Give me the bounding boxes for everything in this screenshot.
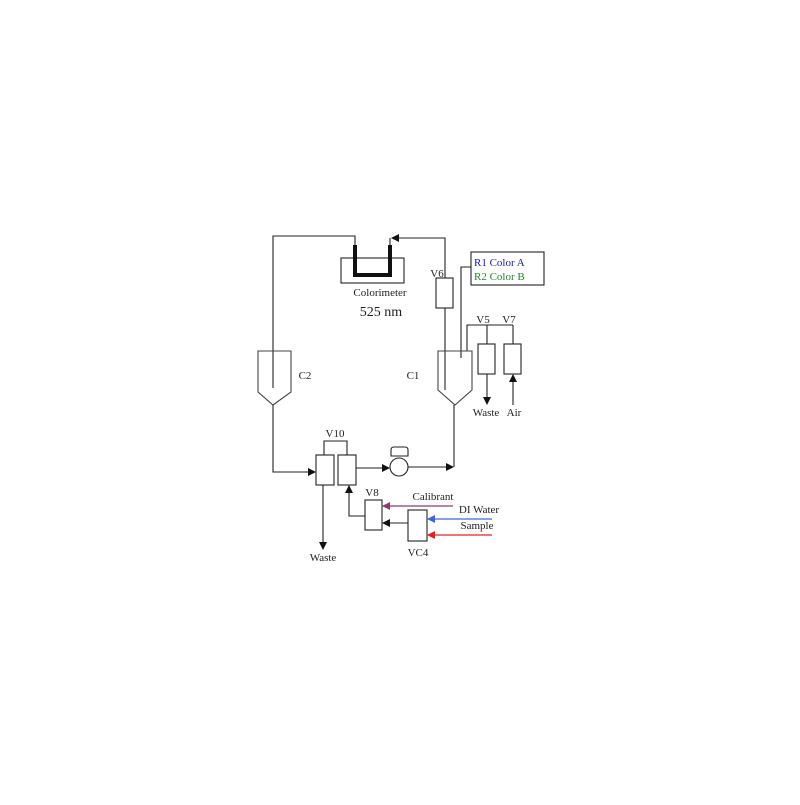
- valve-v8-body: [364, 499, 383, 531]
- calibrant-label: Calibrant: [413, 491, 454, 503]
- waste-right-label: Waste: [473, 407, 500, 419]
- vessel-c1-label: C1: [407, 370, 420, 382]
- pipe-reagents-into-c1: [460, 266, 471, 358]
- vessel-c1-body: [437, 350, 473, 406]
- valve-v6: V6: [430, 268, 454, 309]
- pipe-v6-to-colorimeter: [391, 234, 446, 278]
- di-water-label: DI Water: [459, 504, 499, 516]
- reagent-r1-label: R1 Color A: [474, 257, 525, 269]
- valve-vc4-body: [407, 509, 428, 542]
- wavelength-label: 525 nm: [360, 305, 403, 320]
- valve-v10-left: [315, 454, 335, 486]
- valve-v10-header: [323, 440, 348, 455]
- pump-icon: [389, 446, 409, 477]
- vessel-c1: C1: [407, 350, 473, 406]
- valve-v8-label: V8: [365, 487, 379, 499]
- valve-v10: V10: [315, 428, 357, 486]
- valve-v5-label: V5: [476, 314, 490, 326]
- valve-v10-label: V10: [326, 428, 345, 440]
- sample-label: Sample: [461, 520, 494, 532]
- valve-v8: V8: [364, 487, 383, 531]
- reagent-box: R1 Color A R2 Color B: [470, 251, 545, 286]
- valve-v6-body: [435, 277, 454, 309]
- colorimeter-body: [340, 257, 405, 284]
- pipe-c1-header: [466, 324, 513, 351]
- flow-cell: [353, 245, 392, 277]
- pipe-c2-to-colorimeter: [272, 235, 356, 388]
- reagent-r2-label: R2 Color B: [474, 271, 525, 283]
- vessel-c2-body: [257, 350, 292, 406]
- valve-v7: [503, 343, 522, 375]
- vessel-c2: C2: [257, 350, 312, 406]
- valve-v7-label: V7: [502, 314, 516, 326]
- vessel-c2-label: C2: [299, 370, 312, 382]
- valve-vc4: VC4: [407, 509, 429, 559]
- valve-v5: [477, 343, 496, 375]
- colorimeter-label: Colorimeter: [353, 287, 406, 299]
- waste-left-label: Waste: [310, 552, 337, 564]
- colorimeter: Colorimeter 525 nm: [340, 245, 407, 320]
- valve-v6-label: V6: [430, 268, 444, 280]
- valve-v10-right: [337, 454, 357, 486]
- pipe-c2-to-v10: [272, 405, 316, 476]
- valve-vc4-label: VC4: [408, 547, 429, 559]
- reagent-box-frame: [470, 251, 545, 286]
- air-label: Air: [507, 407, 522, 419]
- arrow-v8-to-v10: [345, 485, 365, 517]
